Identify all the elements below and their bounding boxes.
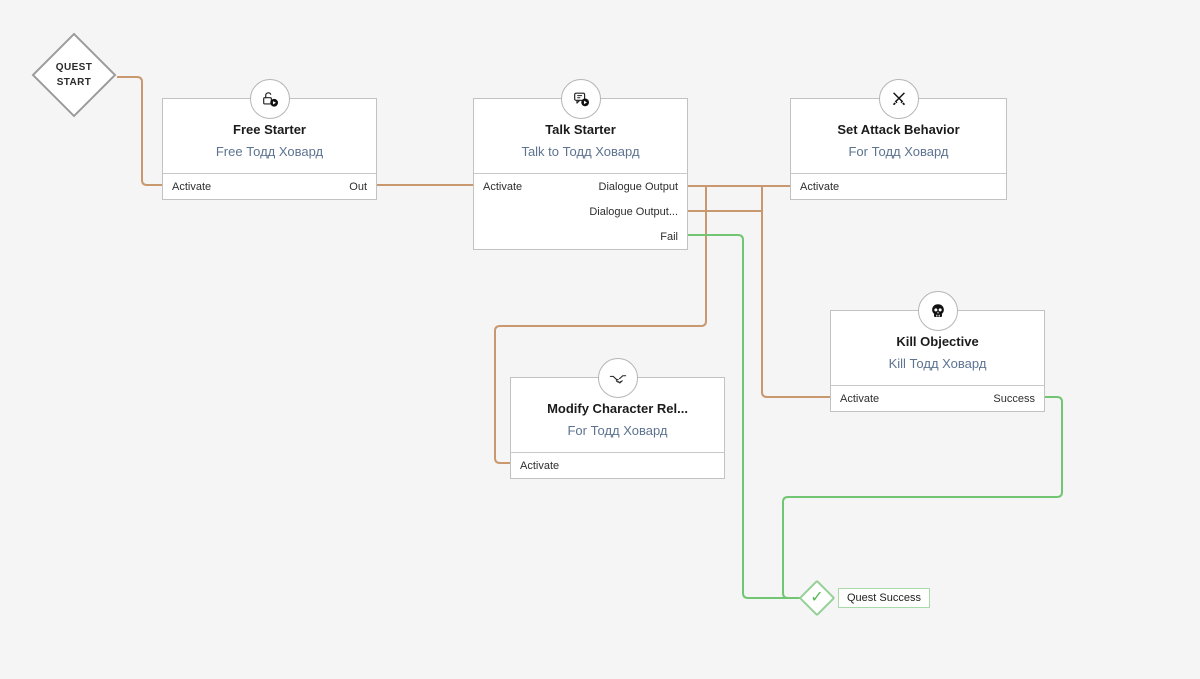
port-dialogue-output-2[interactable]: Dialogue Output...: [589, 205, 678, 218]
port-row: Activate Out: [163, 174, 376, 199]
node-subtitle: Kill Тодд Ховард: [888, 356, 987, 371]
port-row: Fail: [474, 224, 687, 249]
port-activate[interactable]: Activate: [800, 180, 840, 193]
node-subtitle: Talk to Тодд Ховард: [521, 144, 640, 159]
port-row: Activate: [791, 174, 1006, 199]
node-subtitle: For Тодд Ховард: [567, 423, 668, 438]
quest-start-node[interactable]: QUEST START: [31, 32, 117, 118]
port-row: Dialogue Output...: [474, 199, 687, 224]
port-activate[interactable]: Activate: [483, 180, 523, 193]
node-kill-objective[interactable]: Kill Objective Kill Тодд Ховард Activate…: [830, 291, 1045, 412]
port-row: Activate Success: [831, 386, 1044, 411]
quest-success-node[interactable]: ✓: [798, 579, 836, 617]
wire-dialogue-output-to-modify-rel[interactable]: [494, 186, 707, 464]
chat-play-icon: [560, 79, 601, 119]
check-icon: ✓: [810, 589, 824, 606]
port-success[interactable]: Success: [993, 392, 1035, 405]
port-out[interactable]: Out: [349, 180, 367, 193]
quest-success-label[interactable]: Quest Success: [838, 588, 930, 608]
node-title: Talk Starter: [545, 122, 616, 137]
node-title: Free Starter: [233, 122, 306, 137]
node-talk-starter[interactable]: Talk Starter Talk to Тодд Ховард Activat…: [473, 79, 688, 250]
node-modify-character-rel[interactable]: Modify Character Rel... For Тодд Ховард …: [510, 358, 725, 479]
wire-dialogue-output-2-to-kill-objective[interactable]: [688, 186, 830, 398]
node-title: Set Attack Behavior: [837, 122, 960, 137]
port-row: Activate Dialogue Output: [474, 174, 687, 199]
node-subtitle: For Тодд Ховард: [848, 144, 949, 159]
wire-fail-to-quest-success[interactable]: [688, 234, 800, 599]
port-row: Activate: [511, 453, 724, 478]
wire-kill-success-to-quest-success[interactable]: [782, 396, 1063, 599]
node-title: Modify Character Rel...: [547, 401, 688, 416]
unlock-play-icon: [249, 79, 290, 119]
node-set-attack-behavior[interactable]: Set Attack Behavior For Тодд Ховард Acti…: [790, 79, 1007, 200]
skull-icon: [917, 291, 958, 331]
node-subtitle: Free Тодд Ховард: [215, 144, 324, 159]
handshake-icon: [597, 358, 638, 398]
quest-start-line2: START: [56, 77, 92, 88]
crossed-swords-icon: [878, 79, 919, 119]
port-activate[interactable]: Activate: [520, 459, 560, 472]
node-free-starter[interactable]: Free Starter Free Тодд Ховард Activate O…: [162, 79, 377, 200]
wire-quest-start-to-free-starter[interactable]: [117, 76, 162, 186]
port-fail[interactable]: Fail: [660, 230, 678, 243]
quest-start-line1: QUEST: [55, 62, 93, 73]
port-activate[interactable]: Activate: [172, 180, 212, 193]
port-activate[interactable]: Activate: [840, 392, 880, 405]
quest-start-label: QUEST START: [34, 45, 114, 105]
node-title: Kill Objective: [896, 334, 979, 349]
port-dialogue-output[interactable]: Dialogue Output: [598, 180, 679, 193]
